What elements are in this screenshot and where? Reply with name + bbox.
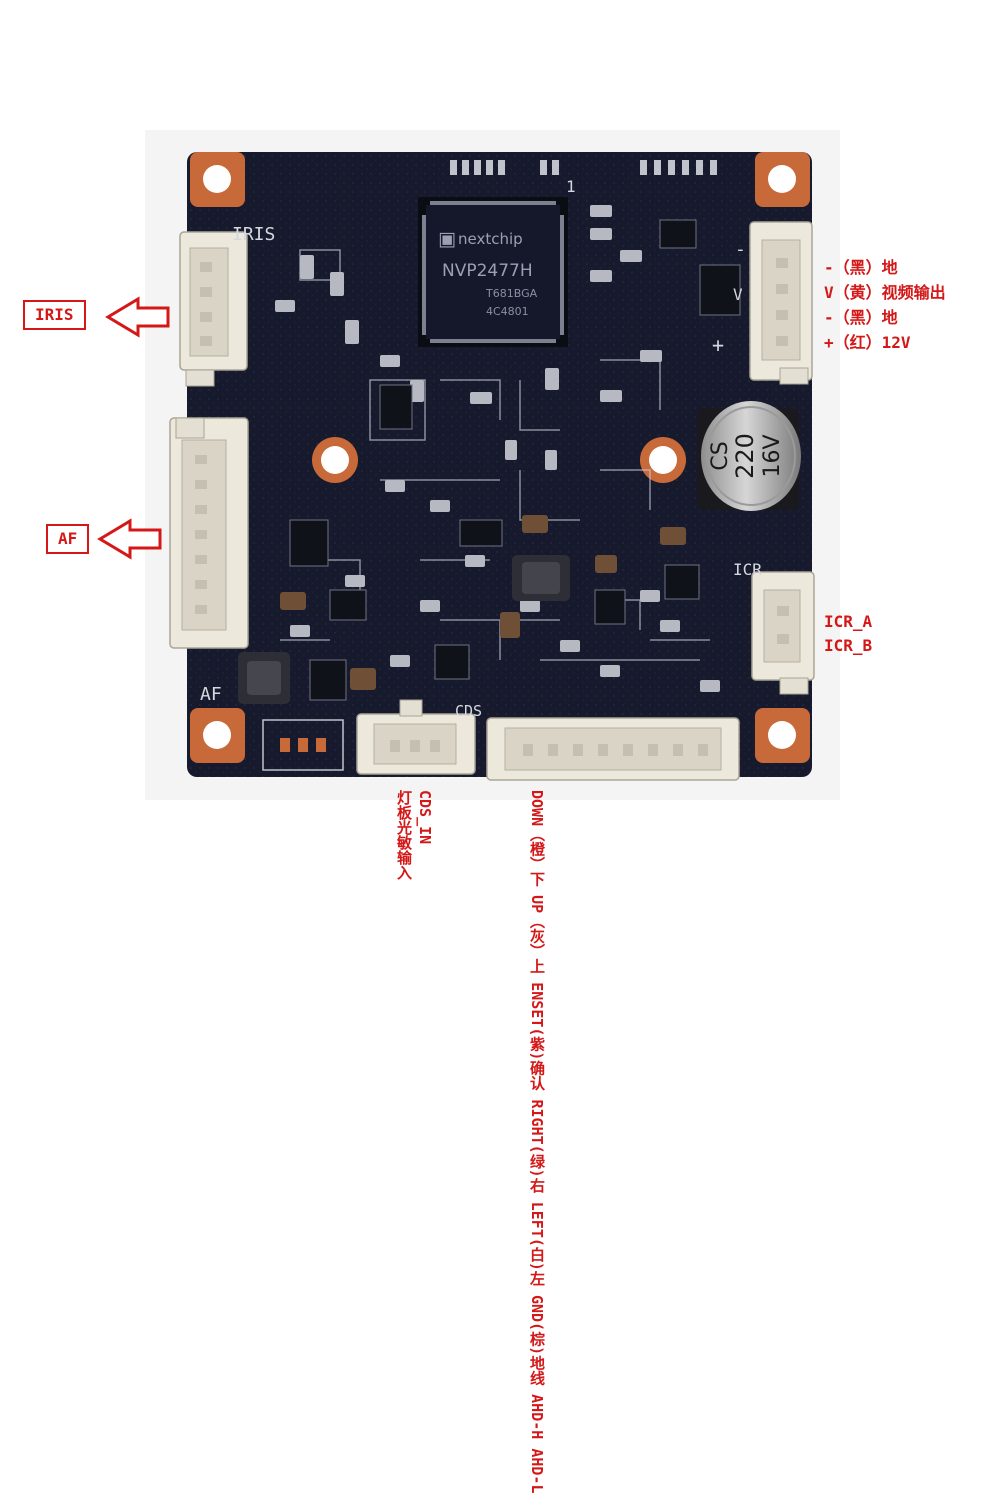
iris-callout-label: IRIS: [23, 300, 86, 330]
svg-text:▣: ▣: [438, 228, 456, 250]
silk-iris: IRIS: [232, 224, 275, 245]
corner-mounting-holes: [190, 152, 810, 763]
control-connector: [486, 717, 740, 781]
chip-code-1: T681BGA: [485, 287, 538, 300]
capacitor-voltage: 16V: [760, 434, 785, 477]
cds-connector: [356, 699, 476, 775]
control-pin-label: GND(棕)地线: [528, 1294, 546, 1386]
silk-pin1: 1: [566, 177, 576, 196]
cds-pin-label: 灯板光敏输入: [395, 790, 413, 880]
icr-connector: [751, 571, 815, 695]
chip-model: NVP2477H: [442, 261, 533, 281]
camera-pcb-photo: ▣ nextchip NVP2477H T681BGA 4C4801: [97, 130, 840, 800]
iris-connector: [179, 231, 248, 387]
middle-mounting-holes: [312, 437, 686, 483]
chip-brand: nextchip: [458, 230, 523, 248]
silk-minus: -: [735, 239, 746, 260]
silk-cds: CDS: [455, 702, 482, 720]
af-callout-label: AF: [46, 524, 90, 554]
smd-inductor-left: [238, 652, 290, 704]
main-processor-chip: ▣ nextchip NVP2477H T681BGA 4C4801: [418, 197, 568, 347]
smd-inductor-center: [512, 555, 570, 601]
arrow-left-icon: [105, 296, 170, 338]
power-pin-label: -（黑）地: [824, 308, 898, 327]
silk-plus: +: [712, 333, 724, 357]
smd-components: [275, 205, 741, 701]
control-pin-label: AHD-H: [528, 1394, 546, 1440]
chip-code-2: 4C4801: [486, 305, 529, 318]
silk-icr: ICR: [733, 560, 762, 579]
power-pin-label: -（黑）地: [824, 258, 898, 277]
electrolytic-capacitor: CS 220 16V: [697, 401, 801, 511]
capacitor-value: 220: [731, 433, 759, 479]
control-pin-label: AHD-L: [528, 1448, 546, 1494]
silk-v: V: [733, 285, 743, 304]
pcb-body: [187, 152, 812, 777]
cds-pin-labels: CDS_IN 灯板光敏输入: [393, 790, 435, 880]
arrow-left-icon: [97, 518, 162, 560]
icr-pin-label: ICR_A: [824, 612, 873, 631]
icr-pin-label: ICR_B: [824, 636, 873, 655]
silk-af: AF: [200, 684, 222, 705]
cds-pin-label: CDS_IN: [416, 790, 434, 845]
power-pin-label: +（红）12V: [824, 333, 911, 352]
control-pin-label: DOWN（橙）下: [528, 790, 546, 887]
bottom-left-pads: [262, 719, 344, 771]
af-connector: [169, 417, 249, 649]
control-pin-label: UP（灰）上: [528, 895, 546, 974]
control-pin-label: RIGHT(绿)右: [528, 1099, 546, 1193]
power-video-connector: [749, 221, 813, 385]
control-pin-label: LEFT(白)左: [528, 1201, 546, 1286]
control-pin-labels: DOWN（橙）下 UP（灰）上 ENSET(紫)确认 RIGHT(绿)右 LEF…: [526, 790, 547, 1494]
power-pin-label: V（黄）视频输出: [824, 283, 946, 302]
control-pin-label: ENSET(紫)确认: [528, 982, 546, 1091]
capacitor-brand: CS: [708, 441, 733, 470]
